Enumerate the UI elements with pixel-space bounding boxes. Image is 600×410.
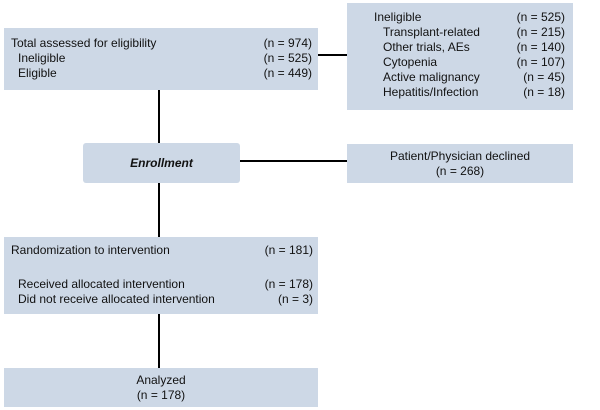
- ineligible-total-count: (n = 525): [516, 10, 565, 24]
- ineligible-reason-label: Transplant-related: [383, 25, 480, 39]
- enrollment-label: Enrollment: [130, 156, 193, 170]
- analyzed-label: Analyzed: [136, 373, 186, 387]
- eligibility-ineligible-label: Ineligible: [18, 51, 66, 65]
- eligibility-total-count: (n = 974): [263, 36, 312, 50]
- eligibility-eligible-row: Eligible (n = 449): [18, 66, 312, 80]
- ineligible-reason-label: Other trials, AEs: [383, 40, 470, 54]
- randomization-total-label: Randomization to intervention: [11, 243, 170, 257]
- randomization-received-row: Received allocated intervention (n = 178…: [18, 277, 313, 291]
- ineligible-reason-label: Cytopenia: [383, 55, 438, 69]
- declined-count: (n = 268): [435, 164, 485, 178]
- ineligible-reason-row: Transplant-related (n = 215): [383, 25, 565, 39]
- ineligible-total-label: Ineligible: [374, 10, 422, 24]
- analyzed-count: (n = 178): [136, 388, 186, 402]
- eligibility-ineligible-count: (n = 525): [263, 51, 312, 65]
- ineligible-reason-row: Active malignancy (n = 45): [383, 70, 565, 84]
- analyzed-box: Analyzed (n = 178): [4, 368, 318, 407]
- eligibility-box: Total assessed for eligibility (n = 974)…: [4, 28, 318, 90]
- randomization-received-label: Received allocated intervention: [18, 277, 185, 291]
- ineligible-reason-label: Hepatitis/Infection: [383, 85, 479, 99]
- randomization-total-count: (n = 181): [264, 243, 313, 257]
- eligibility-eligible-count: (n = 449): [263, 66, 312, 80]
- ineligible-reason-row: Hepatitis/Infection (n = 18): [383, 85, 565, 99]
- ineligible-reason-count: (n = 215): [516, 25, 565, 39]
- eligibility-total-row: Total assessed for eligibility (n = 974): [11, 36, 312, 50]
- ineligible-reason-count: (n = 45): [523, 70, 565, 84]
- ineligible-reason-count: (n = 107): [516, 55, 565, 69]
- connector-enrollment-to-declined: [240, 160, 347, 162]
- enrollment-box: Enrollment: [83, 143, 240, 183]
- ineligible-reason-label: Active malignancy: [383, 70, 480, 84]
- randomization-total-row: Randomization to intervention (n = 181): [11, 243, 313, 257]
- connector-eligibility-to-enrollment: [158, 90, 160, 143]
- declined-box: Patient/Physician declined (n = 268): [347, 144, 573, 183]
- declined-label: Patient/Physician declined: [389, 149, 531, 163]
- randomization-not-received-row: Did not receive allocated intervention (…: [18, 292, 313, 306]
- eligibility-ineligible-row: Ineligible (n = 525): [18, 51, 312, 65]
- ineligible-reason-row: Other trials, AEs (n = 140): [383, 40, 565, 54]
- randomization-box: Randomization to intervention (n = 181) …: [4, 237, 318, 314]
- ineligible-reason-count: (n = 18): [523, 85, 565, 99]
- ineligible-box: Ineligible (n = 525) Transplant-related …: [347, 3, 573, 110]
- connector-randomization-to-analyzed: [158, 314, 160, 368]
- connector-eligibility-to-ineligible: [318, 54, 348, 56]
- eligibility-eligible-label: Eligible: [18, 66, 57, 80]
- ineligible-reason-row: Cytopenia (n = 107): [383, 55, 565, 69]
- randomization-received-count: (n = 178): [264, 277, 313, 291]
- ineligible-reason-count: (n = 140): [516, 40, 565, 54]
- randomization-not-received-count: (n = 3): [277, 292, 313, 306]
- ineligible-total-row: Ineligible (n = 525): [374, 10, 565, 24]
- eligibility-total-label: Total assessed for eligibility: [11, 36, 157, 50]
- connector-enrollment-to-randomization: [158, 183, 160, 237]
- randomization-not-received-label: Did not receive allocated intervention: [18, 292, 215, 306]
